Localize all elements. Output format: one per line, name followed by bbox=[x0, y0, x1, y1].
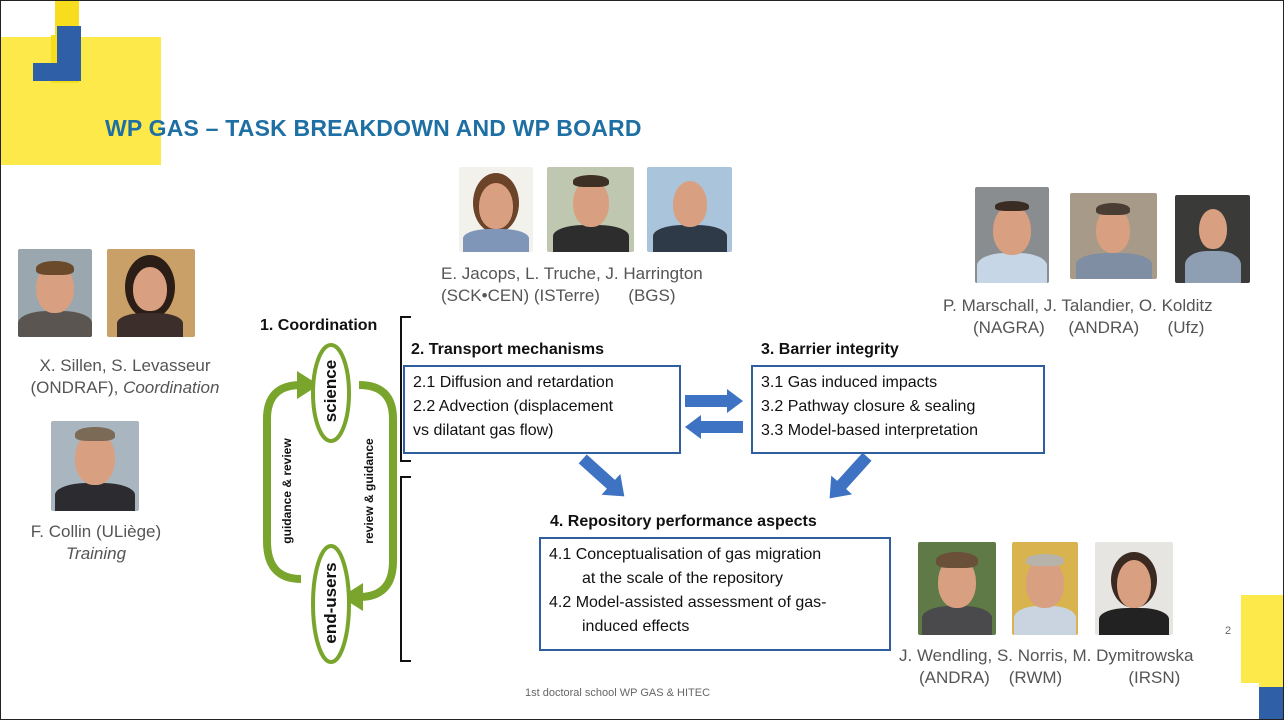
photo-marschall bbox=[975, 187, 1049, 283]
caption-marschall-talandier-kolditz: P. Marschall, J. Talandier, O. Kolditz (… bbox=[943, 295, 1269, 339]
caption-names: P. Marschall, J. Talandier, O. Kolditz bbox=[943, 296, 1213, 315]
arrow-3-to-4 bbox=[829, 452, 872, 499]
repository-heading: 4. Repository performance aspects bbox=[550, 513, 817, 530]
transport-item: vs dilatant gas flow) bbox=[413, 422, 554, 439]
logo-yellow-block bbox=[1, 37, 161, 165]
photo-sillen bbox=[18, 249, 92, 337]
caption-sillen-levasseur: X. Sillen, S. Levasseur (ONDRAF), Coordi… bbox=[7, 355, 243, 399]
repository-item: at the scale of the repository bbox=[582, 570, 783, 587]
arrow-2-to-4 bbox=[578, 454, 625, 497]
cycle-left-arrow bbox=[263, 381, 302, 583]
guidance-review-label: guidance & review bbox=[280, 438, 294, 544]
transport-item: 2.1 Diffusion and retardation bbox=[413, 374, 614, 391]
review-guidance-label: review & guidance bbox=[362, 438, 376, 544]
slide-title: WP GAS – TASK BREAKDOWN AND WP BOARD bbox=[105, 115, 642, 141]
barrier-heading: 3. Barrier integrity bbox=[761, 341, 899, 358]
caption-orgs: (NAGRA) (ANDRA) (Ufz) bbox=[973, 318, 1205, 337]
end-users-label: end-users bbox=[321, 562, 340, 644]
caption-jacops-truche-harrington: E. Jacops, L. Truche, J. Harrington (SCK… bbox=[441, 263, 763, 307]
arrow-right-2-to-3 bbox=[685, 389, 743, 413]
bracket-top bbox=[400, 316, 411, 462]
science-label: science bbox=[321, 359, 340, 423]
end-users-ellipse bbox=[311, 544, 351, 664]
page-number: 2 bbox=[1225, 625, 1232, 637]
photo-collin bbox=[51, 421, 139, 511]
science-ellipse bbox=[311, 343, 351, 443]
caption-names: F. Collin (ULiège) bbox=[30, 522, 162, 541]
caption-names: X. Sillen, S. Levasseur bbox=[39, 356, 211, 375]
corner-blue-block bbox=[1259, 687, 1283, 719]
caption-collin: F. Collin (ULiège) Training bbox=[13, 521, 179, 565]
transport-box: 2.1 Diffusion and retardation 2.2 Advect… bbox=[403, 365, 681, 454]
transport-item: 2.2 Advection (displacement bbox=[413, 398, 614, 415]
photo-truche bbox=[547, 167, 634, 252]
cycle-left-arrowhead bbox=[297, 371, 319, 399]
cycle-label-science: science bbox=[321, 355, 341, 427]
logo-blue-horizontal bbox=[33, 63, 81, 81]
photo-norris bbox=[1012, 542, 1078, 635]
photo-dymitrowska bbox=[1095, 542, 1173, 635]
coordination-heading: 1. Coordination bbox=[260, 317, 378, 334]
photo-levasseur bbox=[107, 249, 195, 337]
photo-kolditz bbox=[1175, 195, 1250, 283]
caption-org: (ONDRAF), bbox=[30, 378, 124, 397]
caption-orgs: (ANDRA) (RWM) (IRSN) bbox=[919, 668, 1181, 687]
photo-wendling bbox=[918, 542, 996, 635]
slide-footer: 1st doctoral school WP GAS & HITEC bbox=[525, 687, 711, 699]
repository-box: 4.1 Conceptualisation of gas migration a… bbox=[539, 537, 891, 651]
barrier-box: 3.1 Gas induced impacts 3.2 Pathway clos… bbox=[751, 365, 1045, 454]
repository-item: 4.2 Model-assisted assessment of gas- bbox=[549, 594, 827, 611]
barrier-item: 3.2 Pathway closure & sealing bbox=[761, 398, 976, 415]
repository-item: 4.1 Conceptualisation of gas migration bbox=[549, 546, 822, 563]
transport-heading: 2. Transport mechanisms bbox=[411, 341, 604, 358]
photo-talandier bbox=[1070, 193, 1157, 279]
cycle-label-right: review & guidance bbox=[362, 419, 376, 563]
photo-jacops bbox=[459, 167, 533, 252]
repository-item: induced effects bbox=[582, 618, 690, 635]
logo-white-notch bbox=[31, 1, 55, 35]
cycle-right-arrow bbox=[358, 381, 397, 601]
cycle-right-arrowhead bbox=[341, 583, 363, 611]
caption-orgs: (SCK•CEN) (ISTerre) (BGS) bbox=[441, 286, 676, 305]
caption-role: Coordination bbox=[123, 378, 220, 397]
barrier-item: 3.1 Gas induced impacts bbox=[761, 374, 938, 391]
caption-wendling-norris-dymitrowska: J. Wendling, S. Norris, M. Dymitrowska (… bbox=[899, 645, 1269, 689]
cycle-label-end-users: end-users bbox=[321, 551, 341, 655]
bracket-bottom bbox=[400, 476, 411, 662]
caption-names: J. Wendling, S. Norris, M. Dymitrowska bbox=[899, 646, 1194, 665]
caption-names: E. Jacops, L. Truche, J. Harrington bbox=[441, 264, 703, 283]
cycle-label-left: guidance & review bbox=[280, 419, 294, 563]
arrow-left-3-to-2 bbox=[685, 415, 743, 439]
corner-white-notch bbox=[1241, 683, 1259, 719]
caption-role: Training bbox=[65, 544, 127, 563]
barrier-item: 3.3 Model-based interpretation bbox=[761, 422, 979, 439]
photo-harrington bbox=[647, 167, 732, 252]
